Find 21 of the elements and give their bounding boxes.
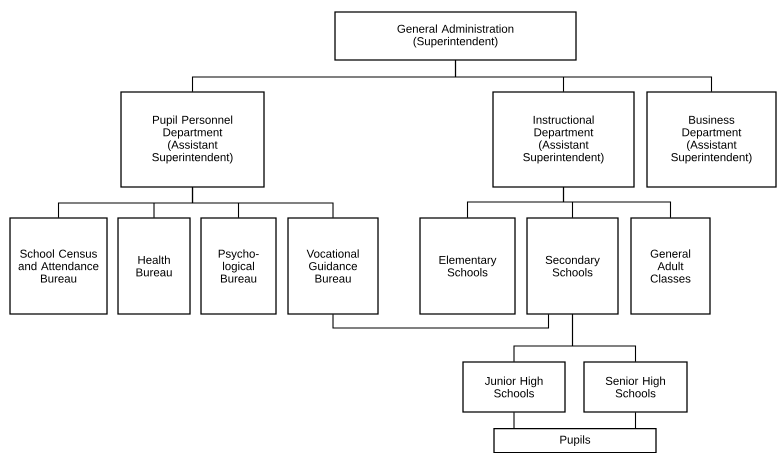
org-box: Secondary Schools xyxy=(526,217,619,315)
connector-line xyxy=(634,412,636,428)
connector-line xyxy=(562,188,672,218)
connector-line xyxy=(454,60,712,92)
org-box: General Administration (Superintendent) xyxy=(334,11,577,61)
org-box: Senior High Schools xyxy=(583,361,688,413)
connector-line xyxy=(513,412,515,428)
org-box: Pupils xyxy=(493,428,657,453)
org-box: Psycho- logical Bureau xyxy=(200,217,277,315)
org-box: Business Department (Assistant Superintendent) xyxy=(646,91,777,188)
org-box: Pupil Personnel Department (Assistant Superintendent) xyxy=(120,91,265,188)
connector-line xyxy=(192,188,334,218)
connector-line xyxy=(572,314,636,362)
org-box: Vocational Guidance Bureau xyxy=(287,217,379,315)
org-box: General Adult Classes xyxy=(630,217,711,315)
org-box: Elementary Schools xyxy=(419,217,516,315)
org-box: Health Bureau xyxy=(117,217,191,315)
org-box: Junior High Schools xyxy=(462,361,566,413)
org-box: School Census and Attendance Bureau xyxy=(9,217,108,315)
connector-line xyxy=(332,314,550,329)
org-box: Instructional Department (Assistant Superintendent) xyxy=(492,91,635,188)
